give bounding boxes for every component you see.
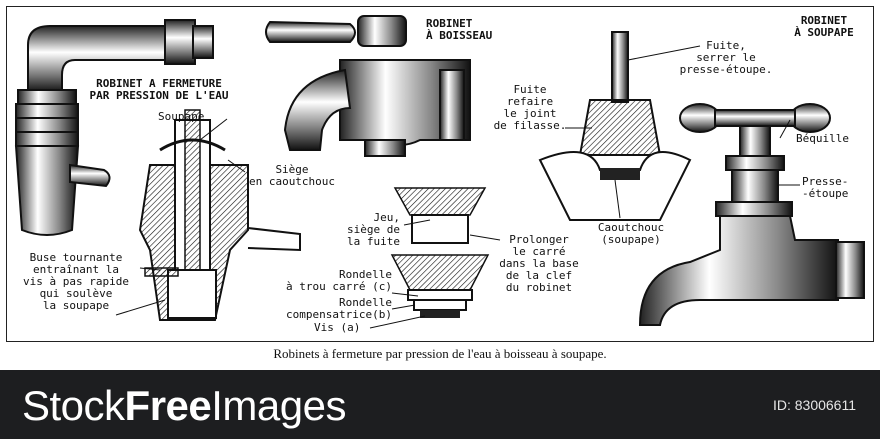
brand-logo[interactable]: StockFreeImages (22, 382, 346, 430)
label-jeu: Jeu, siège de la fuite (347, 211, 400, 248)
plug-detail (390, 187, 490, 318)
label-vis-a: Vis (a) (314, 321, 361, 334)
label-rondelle-b: Rondelle compensatrice(b) (286, 296, 392, 321)
label-presse-etoupe: Presse- -étoupe (802, 175, 849, 200)
label-fuite-refaire: Fuite refaire le joint de filasse. (493, 83, 567, 132)
valve-faucet-section (538, 31, 692, 221)
valve-faucet-exterior (638, 103, 865, 326)
pressure-faucet-exterior (14, 19, 214, 236)
label-caoutchouc: Caoutchouc (soupape) (597, 221, 665, 246)
label-robinet-soupape: ROBINET À SOUPAPE (794, 14, 854, 39)
label-soupape: Soupape (158, 110, 205, 123)
brand-light: Stock (22, 382, 125, 429)
label-fuite-serrer: Fuite, serrer le presse-étoupe. (679, 39, 773, 76)
faucet-drawings (14, 15, 865, 329)
plug-faucet (265, 15, 471, 157)
leader-lines (115, 45, 800, 329)
label-siege: Siège en caoutchouc (248, 163, 336, 188)
image-id: ID: 83006611 (772, 397, 856, 413)
brand-bold: Free (124, 382, 212, 429)
label-robinet-boisseau: ROBINET À BOISSEAU (426, 17, 493, 42)
figure-caption: Robinets à fermeture par pression de l'e… (273, 346, 607, 361)
label-buse: Buse tournante entraînant la vis à pas r… (23, 251, 129, 312)
pressure-faucet-section (138, 109, 301, 321)
illustration-plate: ROBINET A FERMETURE PAR PRESSION DE L'EA… (6, 6, 874, 361)
plate-frame (6, 6, 874, 342)
label-bequille: Béquille (796, 132, 849, 145)
label-rondelle-c: Rondelle à trou carré (c) (286, 268, 392, 293)
label-robinet-fermeture: ROBINET A FERMETURE PAR PRESSION DE L'EA… (89, 77, 229, 102)
brand-rest: Images (211, 382, 346, 429)
footer-bar: StockFreeImages ID: 83006611 (0, 370, 880, 439)
label-prolonger: Prolonger le carré dans la base de la cl… (499, 233, 579, 294)
